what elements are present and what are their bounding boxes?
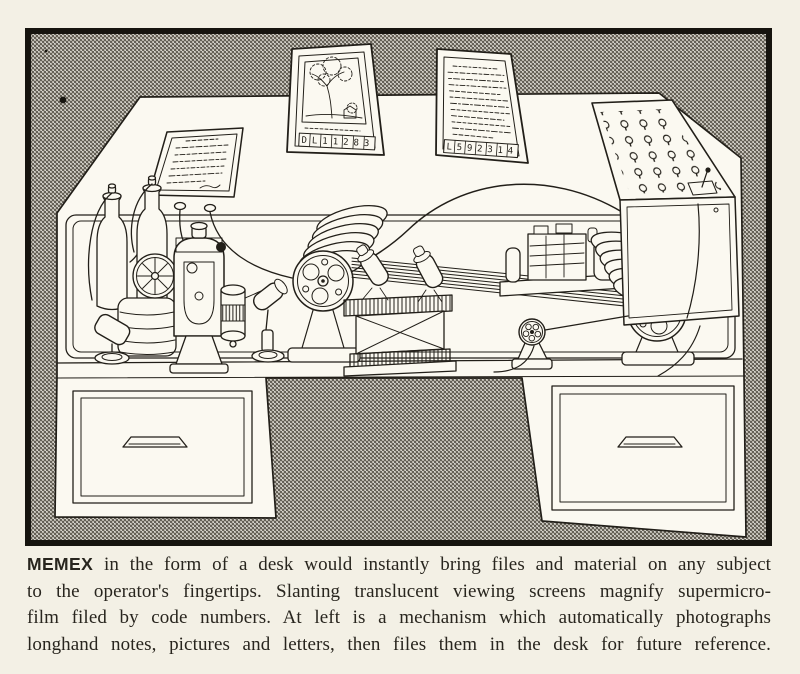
figure-frame (25, 28, 772, 546)
figure-caption: MEMEX in the form of a desk would instan… (27, 551, 771, 658)
caption-lead-word: MEMEX (27, 554, 94, 574)
caption-line-4: longhand notes, pictures and letters, th… (27, 633, 771, 655)
caption-line-1: MEMEX in the form of a desk would instan… (27, 551, 771, 579)
caption-line-2: to the operator's fingertips. Slanting t… (27, 580, 771, 602)
caption-line-3: film filed by code numbers. At left is a… (27, 607, 771, 628)
caption-text-1: in the form of a desk would instantly br… (93, 554, 771, 575)
